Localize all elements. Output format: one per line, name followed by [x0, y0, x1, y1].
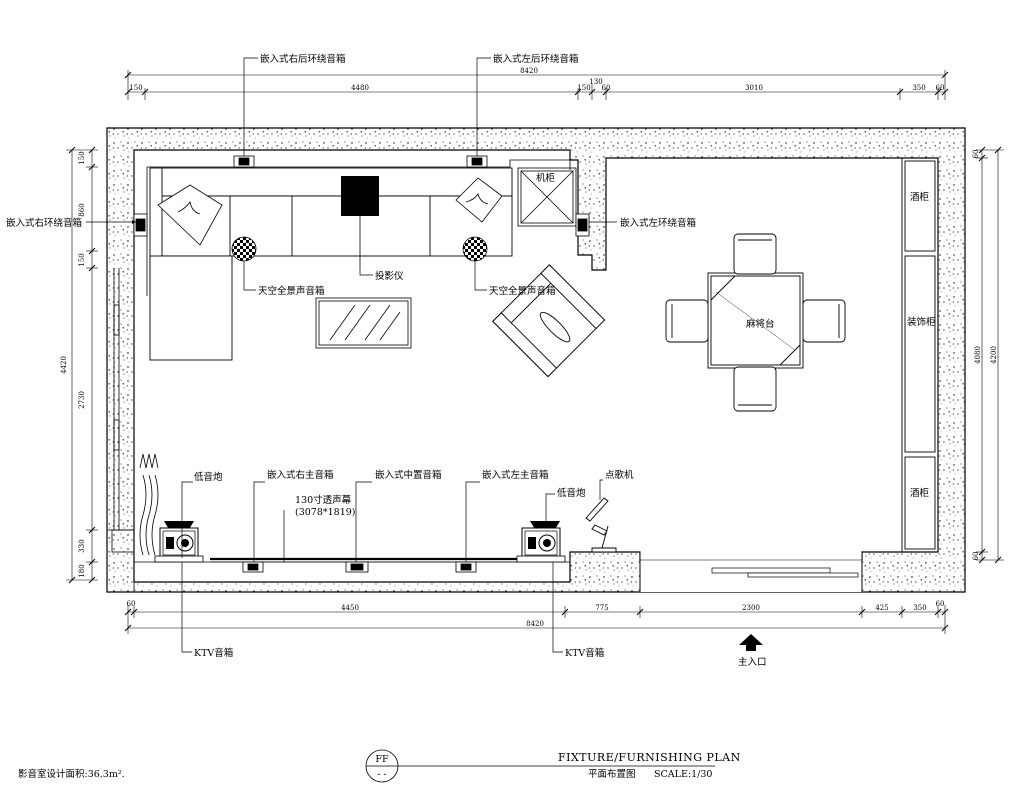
dim-left-2730: 2730	[78, 391, 86, 409]
title-block: FF - - FIXTURE/FURNISHING PLAN 平面布置图 SCA…	[18, 749, 741, 783]
dim-left-150b: 150	[78, 253, 86, 266]
dim-bot-775: 775	[595, 604, 608, 612]
sofa-cushions	[157, 177, 503, 246]
dimension-values: 8420 130 150 4480 150 60 3010 350 60 60 …	[60, 67, 998, 628]
dim-bot-425: 425	[875, 604, 888, 612]
label-left-surround: 嵌入式左环绕音箱	[620, 217, 696, 229]
armchair	[492, 264, 606, 378]
dim-right-60a: 60	[972, 150, 980, 159]
label-projector: 投影仪	[375, 270, 404, 282]
plan-scale: SCALE:1/30	[654, 769, 712, 780]
label-wine-cabinet-top: 酒柜	[910, 191, 930, 203]
label-ktv-left: KTV音箱	[194, 647, 233, 659]
label-right-main: 嵌入式右主音箱	[267, 469, 334, 481]
projection-screen	[210, 557, 520, 563]
dim-top-130: 130	[589, 78, 602, 86]
label-rear-left-surround: 嵌入式左后环绕音箱	[493, 53, 579, 65]
dim-bot-2300: 2300	[742, 604, 760, 612]
subwoofer-left	[154, 521, 204, 563]
coffee-table	[315, 297, 412, 349]
sheet-sub: - -	[377, 769, 386, 780]
label-center-speaker: 嵌入式中置音箱	[375, 469, 442, 481]
label-cabinet: 机柜	[536, 172, 556, 184]
label-subwoofer-left: 低音炮	[194, 471, 223, 483]
dim-top-total: 8420	[520, 67, 538, 75]
label-ceiling-atmos-left: 天空全景声音箱	[258, 285, 325, 297]
label-right-surround: 嵌入式右环绕音箱	[6, 217, 82, 229]
dim-bot-60b: 60	[936, 600, 945, 608]
dim-left-860: 860	[78, 203, 86, 216]
label-mahjong-table: 麻将台	[746, 318, 775, 330]
entrance-arrow-icon	[739, 634, 763, 651]
label-subwoofer-right: 低音炮	[557, 487, 586, 499]
dim-top-60a: 60	[602, 84, 611, 92]
label-karaoke-machine: 点歌机	[605, 469, 634, 481]
dim-top-150a: 150	[129, 84, 142, 92]
walls	[106, 127, 966, 593]
plan-title-en: FIXTURE/FURNISHING PLAN	[558, 751, 741, 764]
dim-right-60b: 60	[972, 552, 980, 561]
dim-bot-4450: 4450	[341, 604, 359, 612]
dim-left-total: 4420	[60, 356, 68, 374]
leader-lines	[86, 57, 617, 653]
label-wine-cabinet-bottom: 酒柜	[910, 487, 930, 499]
mahjong-table	[665, 233, 846, 412]
label-display-cabinet: 装饰柜	[907, 316, 936, 328]
dim-left-330: 330	[78, 539, 86, 552]
dim-bot-350: 350	[913, 604, 926, 612]
label-screen-dims: (3078*1819)	[295, 507, 356, 518]
equipment-cabinet	[517, 167, 577, 227]
label-rear-right-surround: 嵌入式右后环绕音箱	[260, 53, 346, 65]
sheet-code: FF	[375, 754, 389, 765]
label-screen-size: 130寸透声幕	[295, 494, 352, 506]
dim-top-350: 350	[912, 84, 925, 92]
karaoke-machine	[585, 497, 617, 553]
dim-bot-total: 8420	[526, 620, 544, 628]
label-left-main: 嵌入式左主音箱	[482, 469, 549, 481]
dim-bot-60a: 60	[127, 600, 136, 608]
dim-top-60b: 60	[936, 84, 945, 92]
dimension-ticks	[68, 71, 1002, 632]
dim-top-4480: 4480	[351, 84, 369, 92]
dim-top-150b: 150	[577, 84, 590, 92]
label-ktv-right: KTV音箱	[565, 647, 604, 659]
right-cabinets	[901, 157, 939, 553]
dim-left-180: 180	[78, 564, 86, 577]
dim-right-total: 4200	[990, 346, 998, 364]
dim-left-150a: 150	[78, 151, 86, 164]
dim-top-3010: 3010	[745, 84, 763, 92]
decorative-plant	[139, 453, 159, 556]
dim-right-4080: 4080	[974, 346, 982, 364]
plan-title-cn: 平面布置图	[588, 768, 636, 780]
label-main-entrance: 主入口	[738, 656, 767, 668]
ceiling-atmos-speakers	[231, 236, 488, 262]
label-ceiling-atmos-right: 天空全景声音箱	[489, 285, 556, 297]
annotations: 嵌入式右后环绕音箱 嵌入式左后环绕音箱 嵌入式右环绕音箱 嵌入式左环绕音箱 投影…	[6, 53, 936, 668]
area-note: 影音室设计面积:36.3m².	[18, 768, 125, 780]
subwoofer-right	[516, 521, 566, 563]
projector	[341, 176, 379, 216]
